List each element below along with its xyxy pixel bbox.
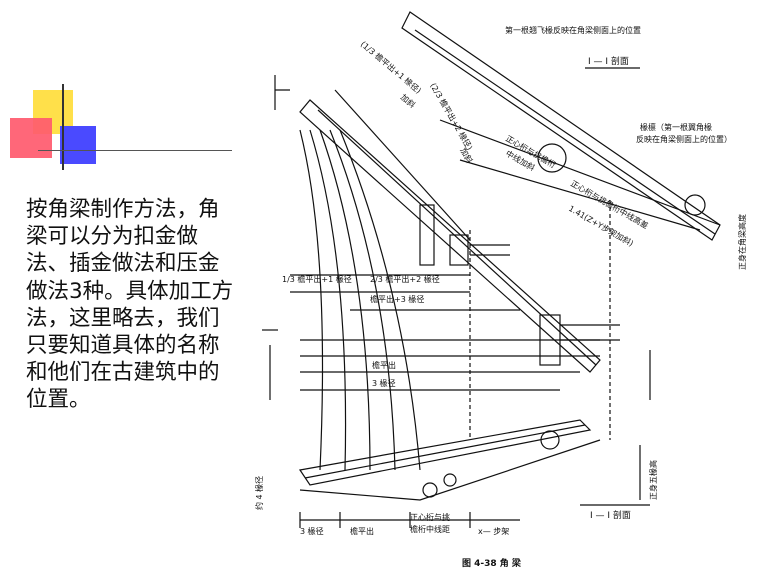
label-row-3: 檐平出+3 椽径 — [370, 294, 424, 304]
label-bottom-1: 3 椽径 — [300, 526, 324, 536]
label-top-note: 第一根翘飞椽反映在角梁侧面上的位置 — [505, 25, 641, 35]
corner-beam-drawing: 第一根翘飞椽反映在角梁侧面上的位置 I — I 剖面 椽檩（第一根翼角椽 反映在… — [254, 11, 747, 569]
decor-square-red — [10, 118, 52, 158]
decor-vertical-line — [62, 84, 64, 170]
label-rafter-note-1: 椽檩（第一根翼角椽 — [640, 122, 712, 132]
label-section-top: I — I 剖面 — [588, 55, 629, 67]
label-bottom-4: 檐桁中线距 — [410, 524, 450, 534]
label-diag-2: 加斜 — [399, 92, 418, 110]
label-row-5: 3 椽径 — [372, 378, 396, 388]
label-row-2: 2/3 檐平出+2 椽径 — [370, 274, 440, 284]
label-bottom-2: 檐平出 — [350, 526, 374, 536]
label-diag-4: 加斜 — [458, 146, 475, 165]
label-diag-3: (2/3 檐平出+2 椽径) — [428, 81, 475, 152]
label-row-1: 1/3 檐平出+1 椽径 — [282, 274, 352, 284]
label-side-1: 约 4 椽径 — [254, 476, 264, 510]
label-diag-1: (1/3 檐平出+1 椽径) — [359, 39, 424, 96]
figure-caption: 图 4-38 角 梁 — [462, 557, 522, 569]
decor-square-blue — [60, 126, 96, 164]
label-side-2: 正身五椽高 — [648, 460, 658, 500]
label-section-bottom: I — I 剖面 — [590, 509, 631, 521]
label-rafter-note-2: 反映在角梁侧面上的位置） — [636, 134, 732, 144]
label-side-3: 正身在角梁高度 — [737, 214, 747, 270]
decor-horizontal-line — [38, 150, 232, 151]
body-text: 按角梁制作方法，角梁可以分为扣金做法、插金做法和压金做法3种。具体加工方法，这里… — [26, 197, 234, 413]
label-bottom-3: 正心桁与挑 — [410, 512, 450, 522]
label-bottom-5: x— 步架 — [478, 527, 509, 536]
label-row-4: 檐平出 — [372, 360, 396, 370]
